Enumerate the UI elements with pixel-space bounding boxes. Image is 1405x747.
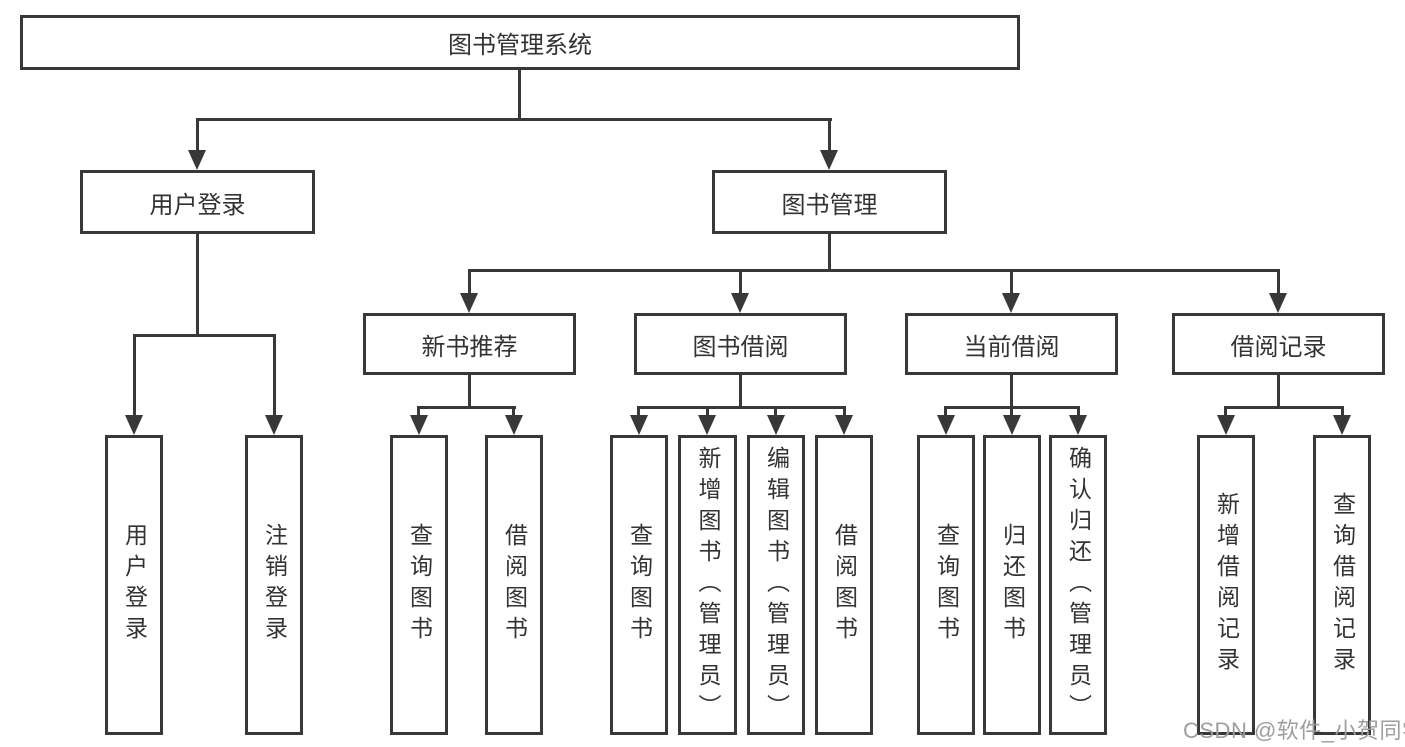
node-label: 图书借阅 — [692, 333, 789, 361]
node-label: 图书管理 — [781, 191, 878, 219]
connector-line — [1010, 406, 1013, 420]
connector-line — [1341, 406, 1344, 420]
connector-line — [828, 118, 831, 154]
connector-line — [518, 68, 521, 120]
connector-line — [739, 269, 742, 297]
arrow-down-icon — [835, 415, 853, 435]
leaf-label: 用户登录 — [121, 523, 148, 647]
node-current-borrow: 当前借阅 — [905, 313, 1118, 375]
leaf-query-borrow-record: 查询借阅记录 — [1313, 435, 1371, 735]
leaf-label: 借阅图书 — [831, 523, 858, 647]
connector-line — [774, 406, 777, 420]
node-library-management-system: 图书管理系统 — [20, 15, 1020, 70]
leaf-label: 查询图书 — [933, 523, 960, 647]
leaf-return-books: 归还图书 — [983, 435, 1041, 735]
node-label: 用户登录 — [149, 191, 246, 219]
arrow-down-icon — [820, 150, 838, 170]
connector-line — [1010, 269, 1013, 297]
csdn-watermark: CSDN @软件_小贺同学 — [1183, 718, 1405, 743]
leaf-add-books-admin: 新增图书（管理员） — [678, 435, 737, 735]
leaf-borrow-books-recommend: 借阅图书 — [485, 435, 543, 735]
leaf-user-login: 用户登录 — [105, 435, 163, 735]
connector-line — [417, 406, 516, 409]
leaf-label: 归还图书 — [999, 523, 1026, 647]
leaf-logout: 注销登录 — [245, 435, 303, 735]
leaf-label: 新增图书（管理员） — [695, 445, 721, 725]
connector-line — [739, 373, 742, 409]
connector-line — [1277, 373, 1280, 409]
node-new-book-recommend: 新书推荐 — [363, 313, 576, 375]
leaf-label: 查询图书 — [626, 523, 653, 647]
connector-line — [417, 406, 420, 420]
node-borrow-records: 借阅记录 — [1172, 313, 1385, 375]
node-book-borrow: 图书借阅 — [634, 313, 847, 375]
connector-line — [944, 406, 947, 420]
connector-line — [706, 406, 709, 420]
connector-line — [1277, 269, 1280, 297]
node-label: 当前借阅 — [963, 333, 1060, 361]
connector-line — [828, 232, 831, 272]
arrow-down-icon — [1069, 415, 1087, 435]
leaf-label: 编辑图书（管理员） — [763, 445, 790, 725]
leaf-query-books-current: 查询图书 — [917, 435, 975, 735]
arrow-down-icon — [767, 415, 785, 435]
connector-line — [1010, 373, 1013, 409]
arrow-down-icon — [698, 415, 716, 435]
connector-line — [1077, 406, 1080, 420]
connector-line — [468, 373, 471, 409]
connector-line — [637, 406, 640, 420]
arrow-down-icon — [1217, 415, 1235, 435]
node-user-login: 用户登录 — [80, 170, 315, 234]
arrow-down-icon — [731, 293, 749, 313]
arrow-down-icon — [1002, 293, 1020, 313]
connector-line — [512, 406, 515, 420]
leaf-label: 查询图书 — [406, 523, 433, 647]
connector-line — [196, 118, 199, 154]
node-label: 借阅记录 — [1230, 333, 1327, 361]
connector-line — [1224, 406, 1227, 420]
arrow-down-icon — [505, 415, 523, 435]
connector-line — [273, 334, 276, 419]
arrow-down-icon — [188, 150, 206, 170]
arrow-down-icon — [1333, 415, 1351, 435]
connector-line — [1224, 406, 1344, 409]
connector-line — [133, 334, 276, 337]
arrow-down-icon — [265, 415, 283, 435]
connector-line — [468, 269, 471, 297]
leaf-label: 注销登录 — [261, 523, 288, 647]
connector-line — [133, 334, 136, 419]
arrow-down-icon — [1269, 293, 1287, 313]
leaf-confirm-return-admin: 确认归还（管理员） — [1049, 435, 1107, 735]
leaf-label: 新增借阅记录 — [1213, 492, 1240, 678]
arrow-down-icon — [125, 415, 143, 435]
arrow-down-icon — [410, 415, 428, 435]
connector-line — [468, 269, 1280, 272]
leaf-edit-books-admin: 编辑图书（管理员） — [747, 435, 805, 735]
node-book-management: 图书管理 — [712, 170, 947, 234]
arrow-down-icon — [1003, 415, 1021, 435]
leaf-query-books-borrow: 查询图书 — [610, 435, 668, 735]
connector-line — [196, 118, 832, 121]
leaf-label: 借阅图书 — [501, 523, 528, 647]
leaf-query-books-recommend: 查询图书 — [390, 435, 448, 735]
connector-line — [196, 232, 199, 336]
leaf-borrow-books: 借阅图书 — [815, 435, 873, 735]
node-label: 图书管理系统 — [448, 32, 592, 59]
leaf-label: 查询借阅记录 — [1329, 492, 1356, 678]
node-label: 新书推荐 — [421, 333, 518, 361]
connector-line — [843, 406, 846, 420]
leaf-add-borrow-record: 新增借阅记录 — [1197, 435, 1255, 735]
arrow-down-icon — [937, 415, 955, 435]
connector-line — [637, 406, 846, 409]
arrow-down-icon — [630, 415, 648, 435]
arrow-down-icon — [460, 293, 478, 313]
leaf-label: 确认归还（管理员） — [1065, 445, 1092, 725]
